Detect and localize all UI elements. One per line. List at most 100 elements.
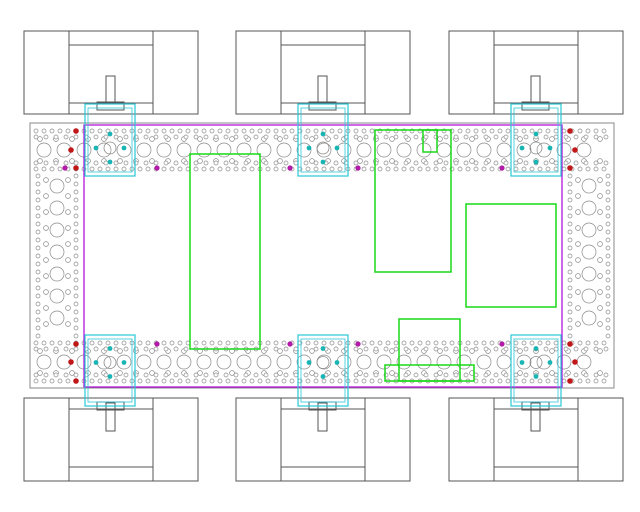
bracket-inner	[300, 338, 346, 403]
mounting-hole-icon	[153, 346, 159, 352]
mounting-hole-icon	[373, 372, 379, 378]
mounting-hole-icon	[549, 348, 555, 354]
mounting-hole-icon	[597, 321, 603, 327]
mounting-hole-icon	[43, 160, 49, 166]
motor-brackets	[84, 103, 562, 407]
mounting-hole-icon	[309, 158, 315, 164]
magenta-pin	[355, 165, 361, 171]
mounting-hole-icon	[329, 378, 335, 384]
mounting-hole-icon	[313, 340, 319, 346]
mounting-hole-icon	[253, 134, 259, 140]
mounting-hole-icon	[161, 378, 167, 384]
mounting-hole-icon	[529, 378, 535, 384]
mounting-hole-icon	[49, 378, 55, 384]
mounting-hole-icon	[336, 142, 352, 158]
secondary-board	[465, 203, 557, 308]
mounting-hole-icon	[43, 372, 49, 378]
mounting-hole-icon	[136, 142, 152, 158]
mounting-hole-icon	[329, 128, 335, 134]
mounting-hole-icon	[577, 128, 583, 134]
mounting-hole-icon	[203, 160, 209, 166]
mounting-hole-icon	[117, 136, 123, 142]
mounting-hole-icon	[433, 346, 439, 352]
bracket-bolt	[533, 159, 539, 165]
mounting-hole-icon	[249, 378, 255, 384]
mounting-hole-icon	[289, 128, 295, 134]
mounting-hole-icon	[49, 128, 55, 134]
mounting-hole-icon	[363, 160, 369, 166]
mounting-hole-icon	[483, 134, 489, 140]
mounting-hole-icon	[403, 160, 409, 166]
mounting-hole-icon	[43, 305, 49, 311]
mounting-hole-icon	[575, 257, 581, 263]
mounting-hole-icon	[567, 181, 573, 187]
mounting-hole-icon	[377, 340, 383, 346]
mounting-hole-icon	[503, 346, 509, 352]
bracket-bolt	[320, 131, 326, 137]
mounting-hole-icon	[483, 372, 489, 378]
mounting-hole-icon	[149, 136, 155, 142]
mounting-hole-icon	[496, 354, 512, 370]
mounting-hole-icon	[35, 229, 41, 235]
red-pin	[572, 147, 578, 153]
red-pin	[572, 359, 578, 365]
mounting-hole-icon	[593, 340, 599, 346]
mounting-hole-icon	[176, 354, 192, 370]
mounting-hole-icon	[393, 346, 399, 352]
mounting-hole-icon	[35, 237, 41, 243]
mounting-hole-icon	[563, 134, 569, 140]
mounting-hole-icon	[383, 346, 389, 352]
mounting-hole-icon	[177, 340, 183, 346]
mounting-hole-icon	[553, 346, 559, 352]
mounting-hole-icon	[361, 166, 367, 172]
mounting-hole-icon	[193, 134, 199, 140]
mounting-hole-icon	[537, 166, 543, 172]
bracket-bolt	[121, 360, 127, 365]
mounting-hole-icon	[545, 128, 551, 134]
mounting-hole-icon	[43, 193, 49, 199]
red-pin	[68, 147, 74, 153]
mounting-hole-icon	[143, 346, 149, 352]
mounting-hole-icon	[303, 372, 309, 378]
mounting-hole-icon	[581, 178, 597, 194]
drive-module-bottom-left	[23, 397, 199, 482]
mounting-hole-icon	[517, 370, 523, 376]
red-pin	[73, 128, 79, 134]
mounting-hole-icon	[333, 134, 339, 140]
mounting-hole-icon	[176, 142, 192, 158]
drive-module-top-right	[448, 30, 624, 115]
mounting-hole-icon	[597, 136, 603, 142]
mounting-hole-icon	[225, 166, 231, 172]
bracket-icon	[510, 103, 562, 177]
mounting-hole-icon	[197, 370, 203, 376]
mounting-hole-icon	[145, 378, 151, 384]
mounting-hole-icon	[585, 378, 591, 384]
mounting-hole-icon	[543, 372, 549, 378]
magenta-pin	[287, 341, 293, 347]
mounting-hole-icon	[353, 378, 359, 384]
mounting-hole-icon	[603, 134, 609, 140]
mounting-hole-icon	[329, 340, 335, 346]
mounting-hole-icon	[581, 244, 597, 260]
mounting-hole-icon	[277, 370, 283, 376]
mounting-hole-icon	[503, 134, 509, 140]
mounting-hole-icon	[516, 142, 532, 158]
mounting-hole-icon	[457, 128, 463, 134]
mounting-hole-icon	[33, 372, 39, 378]
mounting-hole-icon	[73, 301, 79, 307]
mounting-hole-icon	[273, 160, 279, 166]
mounting-hole-icon	[197, 136, 203, 142]
mounting-hole-icon	[145, 128, 151, 134]
mounting-hole-icon	[567, 173, 573, 179]
mounting-hole-icon	[35, 245, 41, 251]
mounting-hole-icon	[236, 142, 252, 158]
mounting-hole-icon	[436, 354, 452, 370]
mounting-hole-icon	[63, 372, 69, 378]
mounting-hole-icon	[73, 237, 79, 243]
motor-shaft	[105, 402, 116, 432]
mounting-hole-icon	[117, 348, 123, 354]
mounting-hole-icon	[156, 354, 172, 370]
mounting-hole-icon	[33, 160, 39, 166]
mounting-hole-icon	[241, 340, 247, 346]
